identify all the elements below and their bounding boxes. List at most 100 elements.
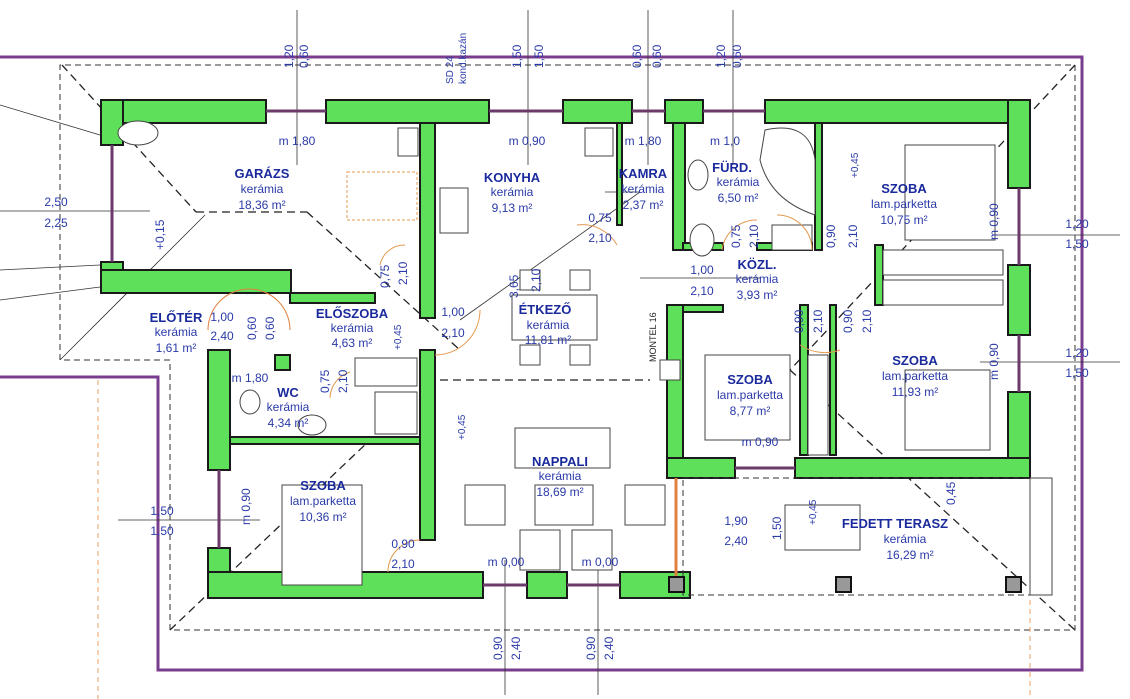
svg-text:1,90: 1,90 xyxy=(724,514,748,528)
svg-text:+0,15: +0,15 xyxy=(153,219,167,250)
svg-text:kond.kazán: kond.kazán xyxy=(458,33,469,84)
svg-text:2,10: 2,10 xyxy=(529,268,543,292)
svg-text:kerámia: kerámia xyxy=(539,469,582,483)
svg-text:9,13 m²: 9,13 m² xyxy=(492,201,533,215)
svg-text:kerámia: kerámia xyxy=(622,182,665,196)
svg-text:1,00: 1,00 xyxy=(441,305,465,319)
svg-text:2,10: 2,10 xyxy=(846,224,860,248)
svg-text:ELŐSZOBA: ELŐSZOBA xyxy=(316,306,389,321)
svg-text:2,10: 2,10 xyxy=(391,557,415,571)
svg-text:KAMRA: KAMRA xyxy=(619,166,668,181)
svg-text:10,36 m²: 10,36 m² xyxy=(299,510,346,524)
svg-text:1,50: 1,50 xyxy=(770,516,784,540)
svg-text:kerámia: kerámia xyxy=(491,185,534,199)
svg-text:0,75: 0,75 xyxy=(729,224,743,248)
svg-text:kerámia: kerámia xyxy=(267,400,310,414)
svg-text:0,90: 0,90 xyxy=(584,636,598,660)
svg-text:3,93 m²: 3,93 m² xyxy=(737,288,778,302)
svg-text:NAPPALI: NAPPALI xyxy=(532,454,588,469)
svg-text:m 0,90: m 0,90 xyxy=(987,203,1001,240)
svg-text:2,25: 2,25 xyxy=(44,216,68,230)
svg-text:SZOBA: SZOBA xyxy=(881,181,927,196)
svg-text:kerámia: kerámia xyxy=(241,182,284,196)
svg-text:ELŐTÉR: ELŐTÉR xyxy=(150,310,203,325)
svg-text:0,75: 0,75 xyxy=(378,264,392,288)
svg-text:0,90: 0,90 xyxy=(824,224,838,248)
svg-text:2,10: 2,10 xyxy=(747,224,761,248)
svg-text:0,60: 0,60 xyxy=(263,316,277,340)
dimension-labels: 1,20 0,60 1,50 1,50 0,60 0,60 1,20 0,60 … xyxy=(44,33,1089,660)
svg-text:1,20: 1,20 xyxy=(714,44,728,68)
svg-text:2,10: 2,10 xyxy=(441,326,465,340)
svg-text:1,50: 1,50 xyxy=(1065,237,1089,251)
svg-text:0,90: 0,90 xyxy=(491,636,505,660)
svg-text:+0,45: +0,45 xyxy=(457,414,468,440)
furniture xyxy=(117,120,1004,586)
svg-text:kerámia: kerámia xyxy=(736,272,779,286)
svg-text:WC: WC xyxy=(277,385,299,400)
property-line xyxy=(0,55,1084,672)
svg-text:m 0,90: m 0,90 xyxy=(239,488,253,525)
svg-text:GARÁZS: GARÁZS xyxy=(235,166,290,181)
svg-text:lam.parketta: lam.parketta xyxy=(717,388,783,402)
svg-text:0,60: 0,60 xyxy=(245,316,259,340)
svg-text:1,61 m²: 1,61 m² xyxy=(156,341,197,355)
door-swings xyxy=(207,214,841,573)
svg-text:6,50 m²: 6,50 m² xyxy=(718,191,759,205)
svg-text:m 1,80: m 1,80 xyxy=(279,134,316,148)
svg-text:SZOBA: SZOBA xyxy=(892,353,938,368)
svg-text:2,10: 2,10 xyxy=(811,309,825,333)
svg-text:2,10: 2,10 xyxy=(588,231,612,245)
room-furdo: FÜRD.kerámia 6,50 m² xyxy=(712,160,760,205)
svg-text:11,93 m²: 11,93 m² xyxy=(892,385,938,399)
svg-text:m 0,90: m 0,90 xyxy=(742,435,779,449)
svg-text:2,37 m²: 2,37 m² xyxy=(623,198,664,212)
svg-text:4,34 m²: 4,34 m² xyxy=(268,416,309,430)
svg-text:1,00: 1,00 xyxy=(210,310,234,324)
svg-text:MONTEL 16: MONTEL 16 xyxy=(648,312,658,362)
svg-text:lam.parketta: lam.parketta xyxy=(290,494,356,508)
svg-text:0,90: 0,90 xyxy=(841,309,855,333)
svg-text:11,81 m²: 11,81 m² xyxy=(525,333,571,347)
svg-text:4,63 m²: 4,63 m² xyxy=(332,336,373,350)
svg-text:kerámia: kerámia xyxy=(527,318,570,332)
svg-text:1,20: 1,20 xyxy=(282,44,296,68)
svg-text:kerámia: kerámia xyxy=(717,175,760,189)
svg-text:lam.parketta: lam.parketta xyxy=(882,369,948,383)
svg-text:0,90: 0,90 xyxy=(792,309,806,333)
svg-text:FÜRD.: FÜRD. xyxy=(712,160,752,175)
terrace xyxy=(668,477,1053,596)
svg-text:+0,45: +0,45 xyxy=(393,324,404,350)
svg-text:0,75: 0,75 xyxy=(588,211,612,225)
svg-text:kerámia: kerámia xyxy=(884,532,927,546)
svg-text:2,40: 2,40 xyxy=(724,534,748,548)
svg-text:m 1,0: m 1,0 xyxy=(710,134,740,148)
svg-text:8,77 m²: 8,77 m² xyxy=(730,404,771,418)
svg-text:FEDETT TERASZ: FEDETT TERASZ xyxy=(842,516,948,531)
svg-text:3,65: 3,65 xyxy=(507,274,521,298)
svg-text:0,60: 0,60 xyxy=(297,44,311,68)
svg-text:2,10: 2,10 xyxy=(690,284,714,298)
svg-text:2,10: 2,10 xyxy=(336,369,350,393)
svg-text:m 0,90: m 0,90 xyxy=(987,343,1001,380)
svg-text:2,40: 2,40 xyxy=(602,636,616,660)
svg-text:1,50: 1,50 xyxy=(510,44,524,68)
svg-text:0,45: 0,45 xyxy=(944,481,958,505)
svg-text:1,00: 1,00 xyxy=(690,263,714,277)
guide-lines xyxy=(0,10,1120,695)
svg-text:kerámia: kerámia xyxy=(155,325,198,339)
svg-text:kerámia: kerámia xyxy=(331,321,374,335)
svg-text:10,75 m²: 10,75 m² xyxy=(880,213,927,227)
windows xyxy=(110,109,1021,587)
svg-text:m 1,80: m 1,80 xyxy=(232,371,269,385)
svg-text:+0,45: +0,45 xyxy=(850,152,861,178)
